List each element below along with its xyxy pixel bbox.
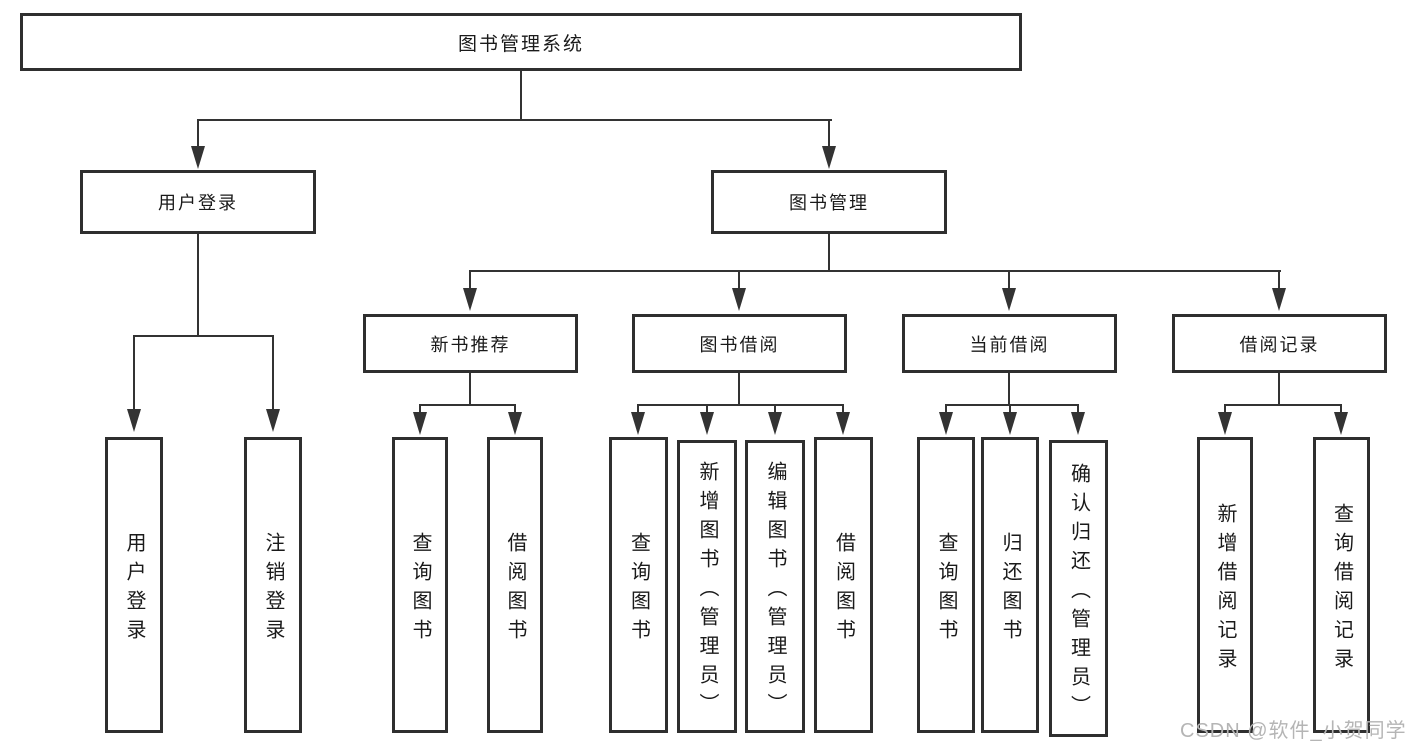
connector-line [197,119,199,151]
leaf-query-books-recommend: 查询图书 [392,437,448,733]
connector-line [828,233,830,272]
arrow-down-icon [1002,288,1016,311]
arrow-down-icon [266,409,280,432]
node-label: 用户登录 [158,193,238,213]
node-label: 借阅记录 [1239,334,1320,355]
connector-line [945,404,1079,406]
connector-line [842,404,844,414]
connector-line [197,119,832,121]
leaf-label: 归还图书 [999,532,1021,648]
connector-line [1340,404,1342,414]
connector-line [774,404,776,414]
connector-line [1224,404,1226,414]
connector-line [637,404,639,414]
leaf-query-books-current: 查询图书 [917,437,975,733]
connector-line [469,270,1281,272]
connector-line [1278,270,1280,290]
leaf-return-book: 归还图书 [981,437,1039,733]
connector-line [738,373,740,406]
connector-line [1224,404,1342,406]
node-label: 图书管理系统 [457,33,584,55]
connector-line [1008,373,1010,406]
leaf-query-books-borrowing: 查询图书 [609,437,668,733]
connector-line [197,233,199,336]
leaf-confirm-return-admin: 确认归还（管理员） [1049,440,1108,737]
arrow-down-icon [700,412,714,435]
leaf-label: 新增图书（管理员） [696,461,718,722]
leaf-borrow-books-borrowing: 借阅图书 [814,437,873,733]
leaf-label: 查询图书 [409,532,431,648]
leaf-label: 用户登录 [123,532,145,648]
connector-line [1009,404,1011,414]
leaf-label: 确认归还（管理员） [1067,463,1090,724]
arrow-down-icon [939,412,953,435]
leaf-label: 查询图书 [935,532,957,648]
arrow-down-icon [1334,412,1348,435]
leaf-add-borrow-record: 新增借阅记录 [1197,437,1253,733]
connector-line [1278,373,1280,406]
leaf-user-login: 用户登录 [105,437,163,733]
arrow-down-icon [508,412,522,435]
node-new-book-recommendation: 新书推荐 [363,314,578,373]
arrow-down-icon [631,412,645,435]
arrow-down-icon [1003,412,1017,435]
leaf-borrow-books-recommend: 借阅图书 [487,437,543,733]
leaf-add-book-admin: 新增图书（管理员） [677,440,737,733]
node-borrowing-records: 借阅记录 [1172,314,1387,373]
leaf-label: 借阅图书 [832,532,855,648]
connector-line [637,404,844,406]
connector-line [133,335,135,411]
leaf-label: 编辑图书（管理员） [764,461,786,722]
leaf-label: 注销登录 [262,532,284,648]
connector-line [419,404,516,406]
arrow-down-icon [1218,412,1232,435]
node-label: 当前借阅 [969,334,1050,355]
node-label: 新书推荐 [430,334,511,355]
connector-line [469,270,471,290]
leaf-logout: 注销登录 [244,437,302,733]
connector-line [419,404,421,414]
connector-line [272,335,274,411]
arrow-down-icon [732,288,746,311]
node-label: 图书管理 [789,193,869,213]
arrow-down-icon [413,412,427,435]
leaf-edit-book-admin: 编辑图书（管理员） [745,440,805,733]
arrow-down-icon [191,146,205,169]
connector-line [945,404,947,414]
connector-line [1077,404,1079,414]
connector-line [828,119,830,151]
node-book-borrowing: 图书借阅 [632,314,847,373]
connector-line [520,70,522,121]
arrow-down-icon [768,412,782,435]
arrow-down-icon [836,412,850,435]
leaf-label: 查询借阅记录 [1330,503,1353,677]
leaf-label: 新增借阅记录 [1214,503,1236,677]
connector-line [133,335,274,337]
node-current-borrowing: 当前借阅 [902,314,1117,373]
node-library-management-system: 图书管理系统 [20,13,1022,71]
connector-line [706,404,708,414]
connector-line [738,270,740,290]
connector-line [514,404,516,414]
arrow-down-icon [1071,412,1085,435]
arrow-down-icon [127,409,141,432]
node-label: 图书借阅 [699,334,780,355]
connector-line [469,373,471,406]
arrow-down-icon [1272,288,1286,311]
leaf-label: 查询图书 [627,532,650,648]
connector-line [1008,270,1010,290]
csdn-watermark: CSDN @软件_小贺同学 [1180,720,1405,742]
arrow-down-icon [822,146,836,169]
node-book-management: 图书管理 [711,170,947,234]
leaf-label: 借阅图书 [504,532,526,648]
arrow-down-icon [463,288,477,311]
leaf-query-borrow-record: 查询借阅记录 [1313,437,1370,733]
node-user-login: 用户登录 [80,170,316,234]
